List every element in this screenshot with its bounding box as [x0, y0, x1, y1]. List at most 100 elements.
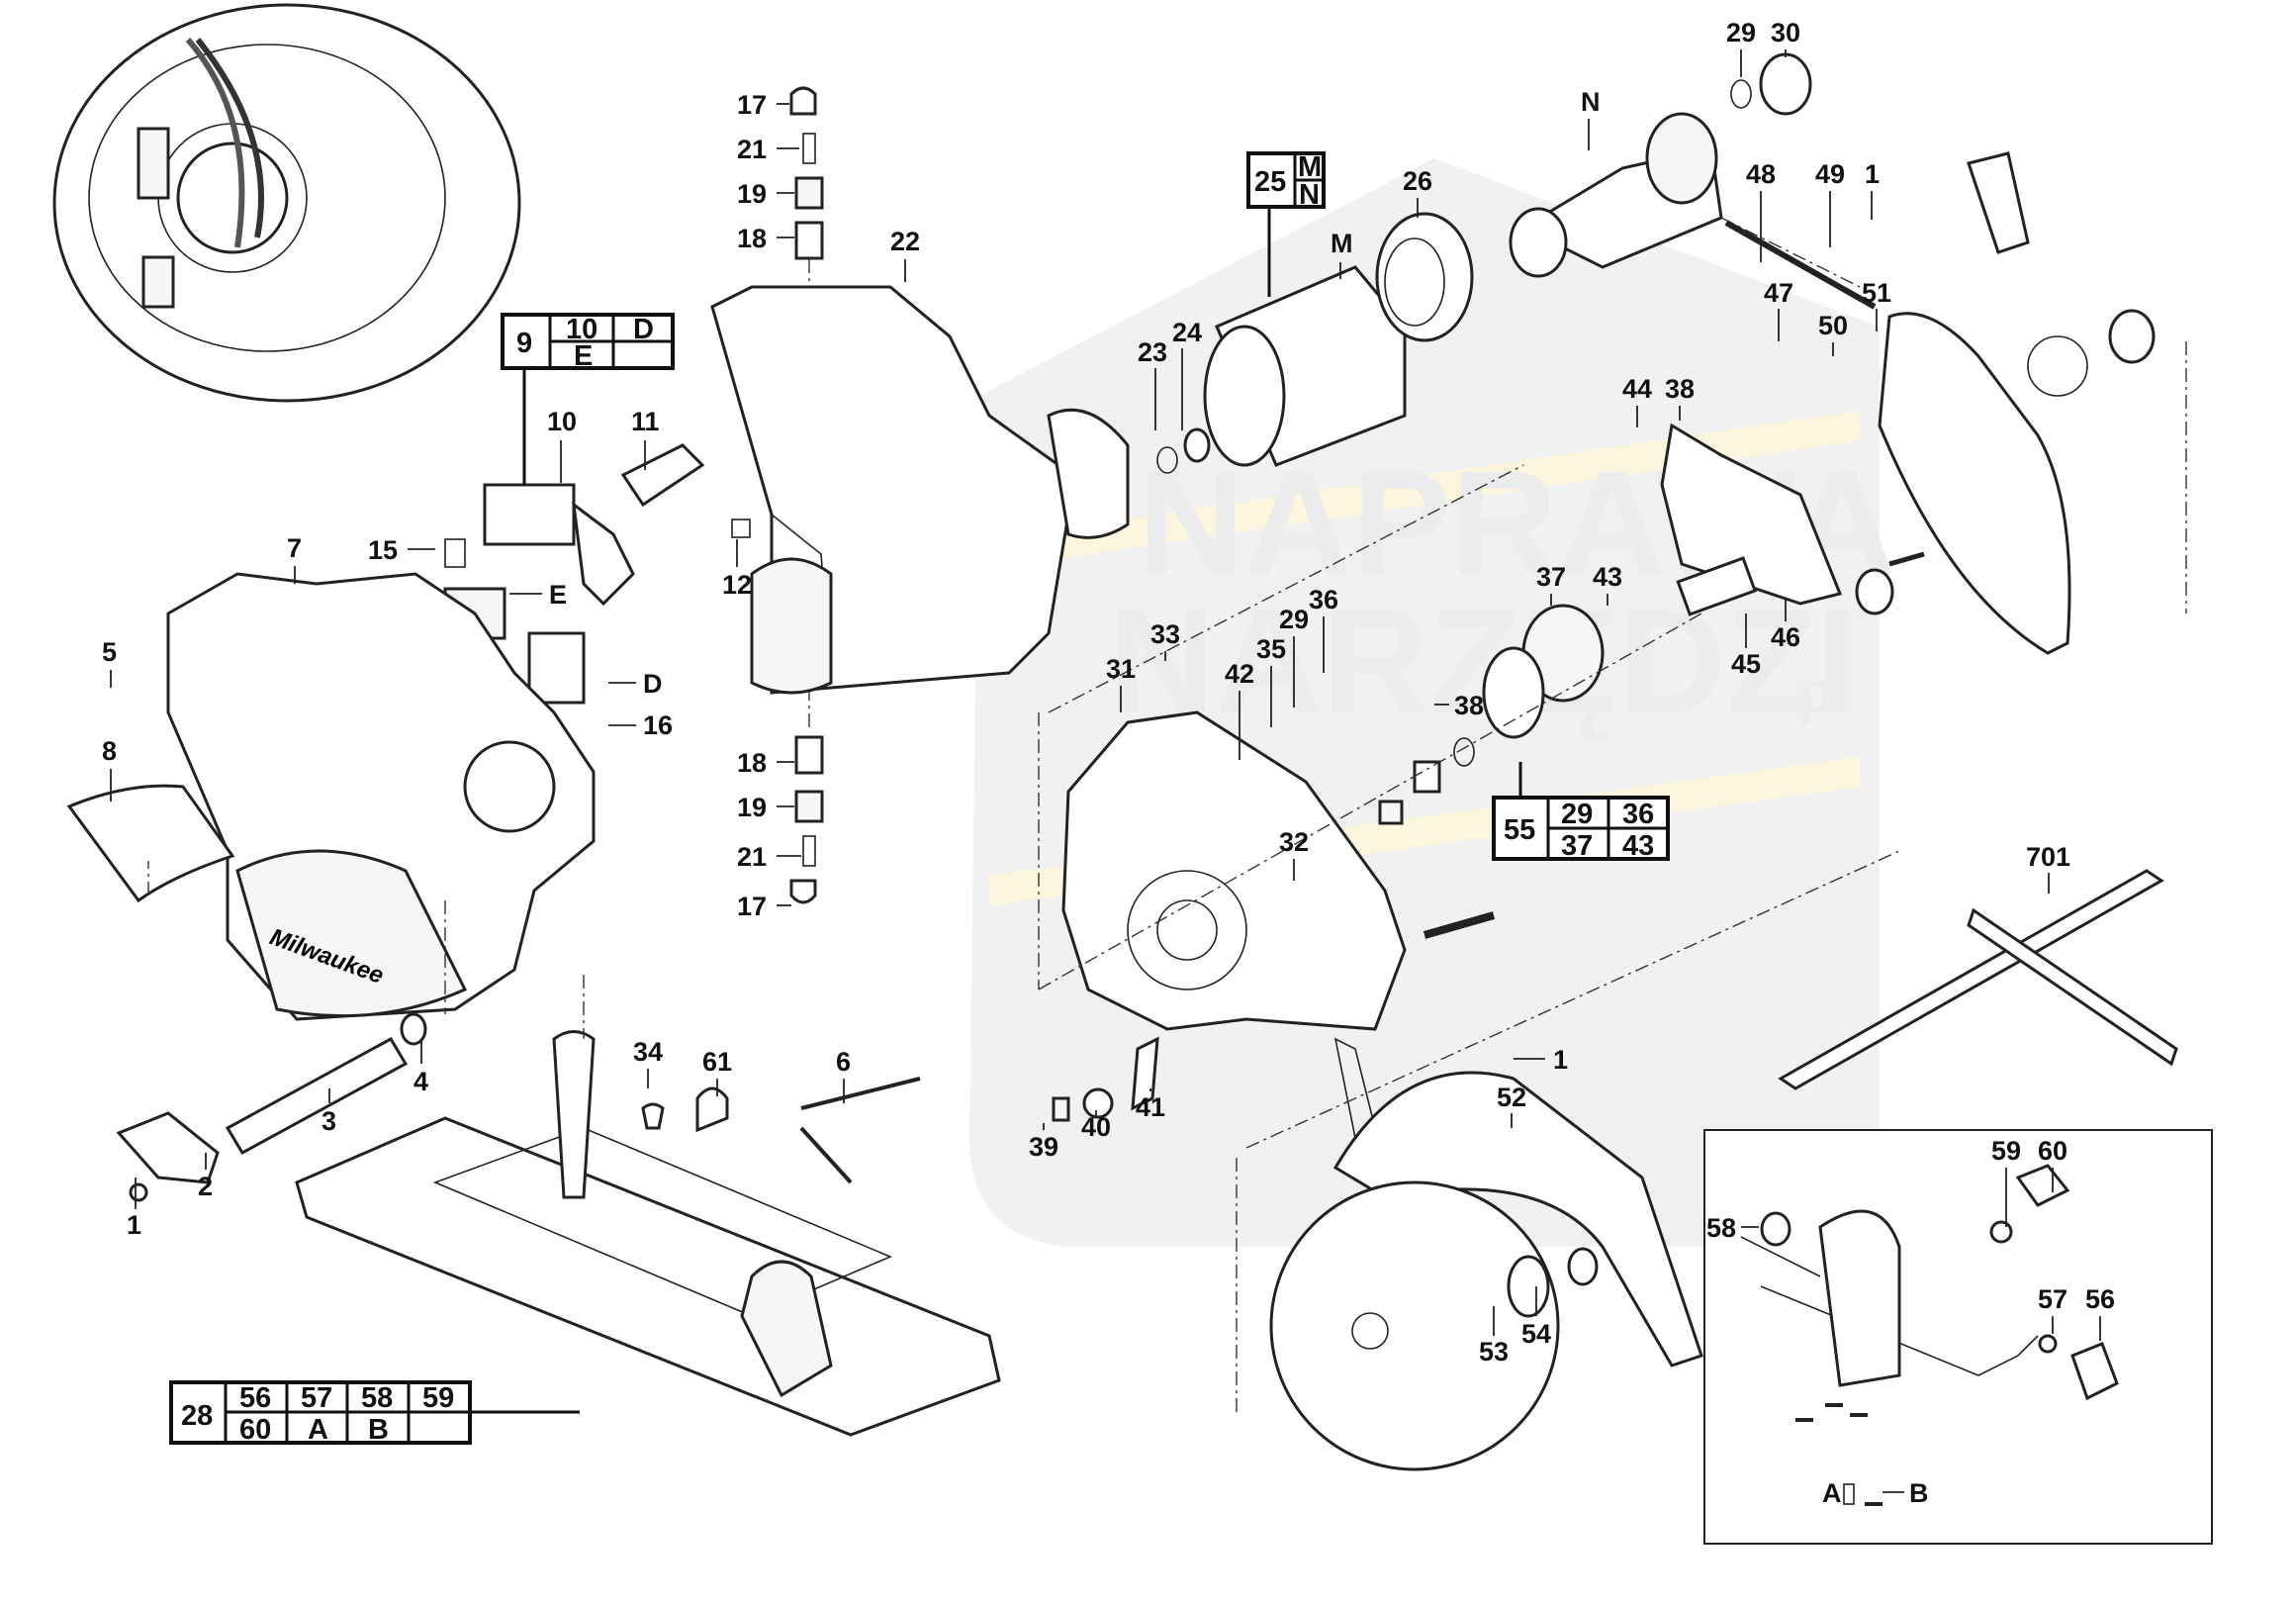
rip-fence	[1778, 869, 2178, 1090]
svg-text:M: M	[1331, 229, 1353, 258]
svg-text:E: E	[574, 340, 593, 372]
svg-text:18: 18	[737, 224, 767, 253]
callout-42: 42	[1225, 659, 1254, 760]
callout-29-gear: 29	[1279, 605, 1309, 708]
lower-guard-parts	[1724, 151, 2187, 655]
svg-text:10: 10	[547, 407, 577, 436]
kit-table-9: 9 10 D E	[501, 313, 675, 485]
svg-text:21: 21	[737, 135, 767, 164]
svg-text:31: 31	[1106, 654, 1136, 684]
svg-text:22: 22	[890, 227, 920, 256]
svg-text:52: 52	[1497, 1083, 1526, 1112]
svg-text:49: 49	[1815, 159, 1845, 189]
svg-text:1: 1	[1553, 1045, 1568, 1075]
callout-40: 40	[1081, 1110, 1111, 1142]
callout-32: 32	[1279, 827, 1309, 881]
svg-text:2: 2	[198, 1172, 213, 1201]
callout-D: D	[608, 669, 663, 699]
svg-text:60: 60	[2038, 1136, 2067, 1166]
callout-60: 60	[2038, 1136, 2067, 1192]
svg-text:43: 43	[1622, 830, 1654, 862]
svg-text:30: 30	[1771, 18, 1800, 47]
assembly-guide-lines	[444, 464, 1900, 1149]
svg-text:23: 23	[1138, 337, 1167, 367]
svg-text:32: 32	[1279, 827, 1309, 857]
svg-text:17: 17	[737, 90, 767, 120]
svg-text:701: 701	[2026, 842, 2070, 872]
gear-parts	[1378, 423, 1925, 825]
callout-26: 26	[1403, 166, 1432, 218]
svg-text:1: 1	[1865, 159, 1880, 189]
callout-44: 44	[1622, 374, 1652, 427]
svg-text:36: 36	[1622, 799, 1654, 830]
brush-assembly-bottom	[789, 735, 824, 904]
callout-34: 34	[633, 1037, 663, 1088]
main-housing: Milwaukee	[66, 572, 596, 1021]
callout-12: 12	[722, 539, 752, 600]
svg-text:61: 61	[702, 1047, 732, 1077]
svg-text:11: 11	[631, 407, 660, 436]
callout-50: 50	[1818, 311, 1848, 356]
callout-N: N	[1581, 87, 1601, 150]
callout-16: 16	[608, 710, 673, 740]
callout-17-lower: 17	[737, 892, 791, 921]
callout-43: 43	[1593, 562, 1622, 606]
callout-10: 10	[547, 407, 577, 483]
svg-text:53: 53	[1479, 1337, 1509, 1367]
callout-24: 24	[1172, 318, 1202, 430]
callout-37: 37	[1536, 562, 1566, 606]
callout-38: 38	[1665, 374, 1695, 421]
svg-text:1: 1	[127, 1210, 141, 1240]
svg-text:55: 55	[1504, 814, 1535, 846]
callout-56: 56	[2085, 1284, 2115, 1341]
callout-A: A	[1822, 1478, 1842, 1508]
svg-text:33: 33	[1150, 619, 1180, 649]
callout-23: 23	[1138, 337, 1167, 430]
callout-57: 57	[2038, 1284, 2067, 1334]
callout-2: 2	[198, 1153, 213, 1201]
callout-52: 52	[1497, 1083, 1526, 1128]
svg-text:A: A	[308, 1414, 328, 1446]
callout-35: 35	[1256, 634, 1286, 727]
callout-30: 30	[1771, 18, 1800, 57]
svg-text:19: 19	[737, 179, 767, 209]
svg-text:37: 37	[1561, 830, 1593, 862]
svg-text:56: 56	[2085, 1284, 2115, 1314]
svg-text:12: 12	[722, 570, 752, 600]
svg-text:57: 57	[2038, 1284, 2067, 1314]
callout-33: 33	[1150, 619, 1180, 661]
callout-41: 41	[1136, 1088, 1165, 1122]
svg-text:D: D	[643, 669, 663, 699]
svg-text:9: 9	[516, 328, 532, 359]
motor-stator	[1156, 212, 1474, 474]
callout-8: 8	[102, 736, 117, 802]
callout-1: 1	[127, 1178, 141, 1240]
svg-text:59: 59	[422, 1382, 454, 1414]
svg-text:8: 8	[102, 736, 117, 766]
svg-text:5: 5	[102, 637, 117, 667]
callout-17: 17	[737, 90, 789, 120]
svg-text:35: 35	[1256, 634, 1286, 664]
bevel-detail-view	[1703, 1129, 2213, 1545]
callout-labels: 17 21 19 18 22 10 11 15 12 7 E 5 D 16 8 …	[102, 18, 2115, 1508]
callout-54: 54	[1521, 1286, 1551, 1349]
callout-1-guard: 1	[1865, 159, 1880, 220]
svg-text:39: 39	[1029, 1132, 1058, 1162]
svg-text:54: 54	[1521, 1319, 1551, 1349]
svg-text:41: 41	[1136, 1092, 1165, 1122]
svg-text:15: 15	[368, 535, 398, 565]
svg-text:10: 10	[566, 314, 597, 345]
callout-7: 7	[287, 533, 302, 584]
svg-text:N: N	[1299, 179, 1320, 211]
callout-61: 61	[702, 1047, 732, 1096]
callout-18-lower: 18	[737, 748, 794, 778]
svg-text:46: 46	[1771, 622, 1800, 652]
svg-text:34: 34	[633, 1037, 663, 1067]
callout-19: 19	[737, 179, 794, 209]
callout-39: 39	[1029, 1123, 1058, 1162]
svg-text:38: 38	[1665, 374, 1695, 404]
svg-text:A: A	[1822, 1478, 1842, 1508]
callout-6: 6	[836, 1047, 851, 1103]
svg-text:51: 51	[1862, 278, 1891, 308]
